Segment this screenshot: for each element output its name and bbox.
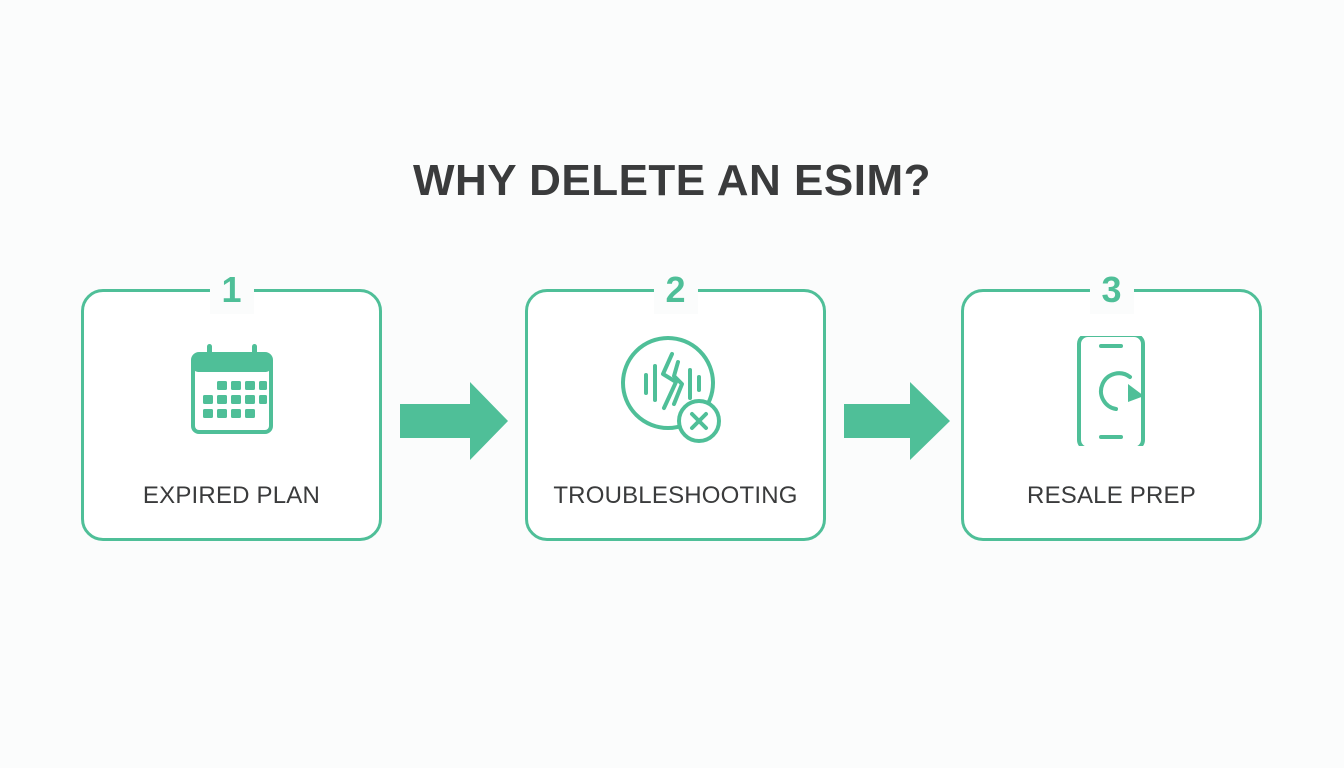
- step-label: RESALE PREP: [1027, 482, 1196, 509]
- step-card-expired-plan: 1 EXPIRED PLAN: [81, 266, 382, 541]
- page-title: WHY DELETE AN ESIM?: [413, 156, 931, 205]
- signal-error-icon: [620, 336, 721, 443]
- arrow-right-icon: [400, 382, 508, 460]
- step-label: TROUBLESHOOTING: [553, 482, 798, 509]
- arrow-right-icon: [844, 382, 950, 460]
- calendar-icon: [190, 344, 273, 434]
- step-number: 3: [1089, 266, 1134, 314]
- step-card-resale-prep: 3 RESALE PREP: [961, 266, 1262, 541]
- phone-reset-icon: [1076, 336, 1145, 446]
- step-card-troubleshooting: 2 TROUBLESHOOTING: [525, 266, 826, 541]
- step-number: 1: [209, 266, 254, 314]
- step-number: 2: [653, 266, 698, 314]
- step-label: EXPIRED PLAN: [142, 482, 321, 509]
